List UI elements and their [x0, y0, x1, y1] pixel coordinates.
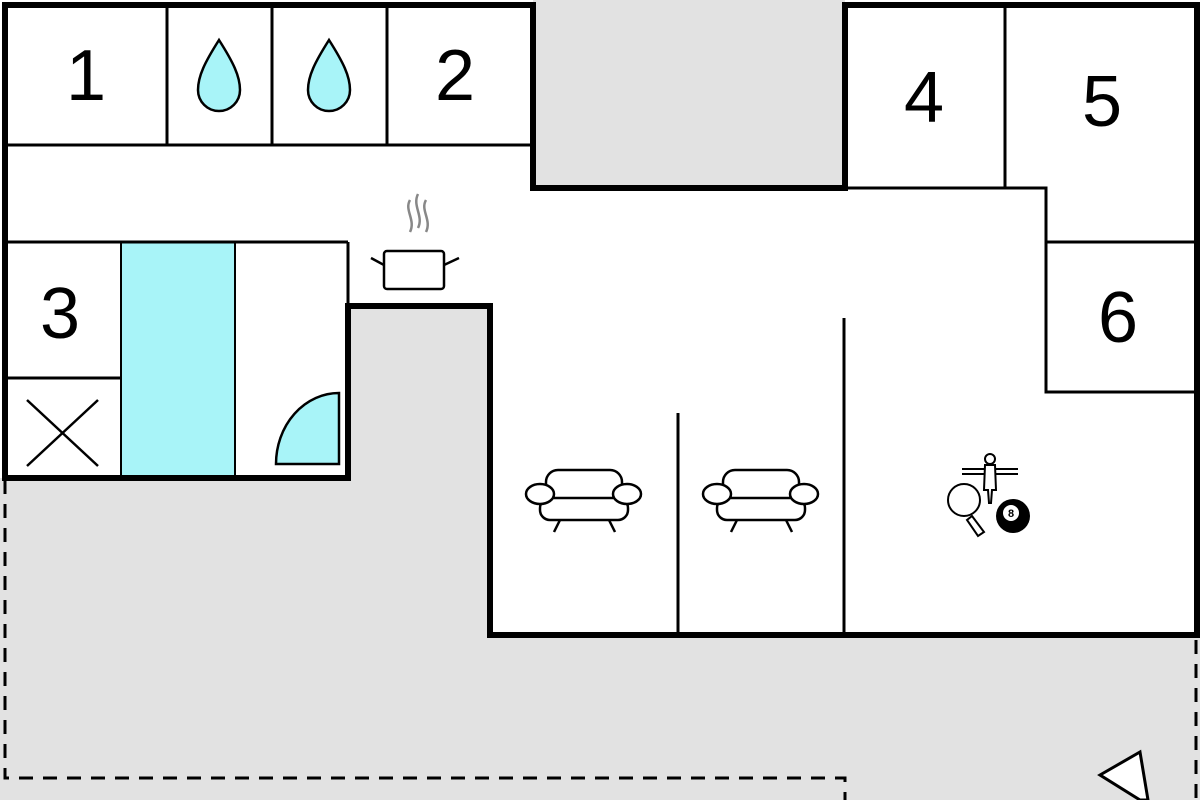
- terrace-outline: [3, 480, 847, 800]
- sofa-icon: [701, 468, 820, 533]
- foosball-icon: [962, 453, 1018, 504]
- table-tennis-icon: [947, 483, 986, 538]
- room-6-label: 6: [1098, 278, 1138, 358]
- outdoor-area-bottom: [0, 306, 1200, 800]
- water-drop-icon: [306, 37, 352, 113]
- shower-icon: [274, 391, 341, 466]
- room-2-label: 2: [435, 36, 475, 116]
- pool-area: [120, 241, 236, 477]
- billiard-ball-label: 8: [1008, 508, 1014, 520]
- room-4-label: 4: [904, 58, 944, 138]
- room-1-label: 1: [66, 36, 106, 116]
- viewpoint-icon: [1097, 749, 1150, 800]
- closed-x-icon: [26, 399, 99, 467]
- outer-wall: [2, 2, 1200, 638]
- sofa-icon: [524, 468, 643, 533]
- water-drop-icon: [196, 37, 242, 113]
- cooking-pot-icon: [370, 193, 460, 291]
- outdoor-area-top: [533, 0, 845, 188]
- room-3-label: 3: [40, 274, 80, 354]
- wall-5-6: [1005, 186, 1197, 394]
- room-5-label: 5: [1082, 62, 1122, 142]
- billiard-ball-icon: 8: [996, 499, 1030, 533]
